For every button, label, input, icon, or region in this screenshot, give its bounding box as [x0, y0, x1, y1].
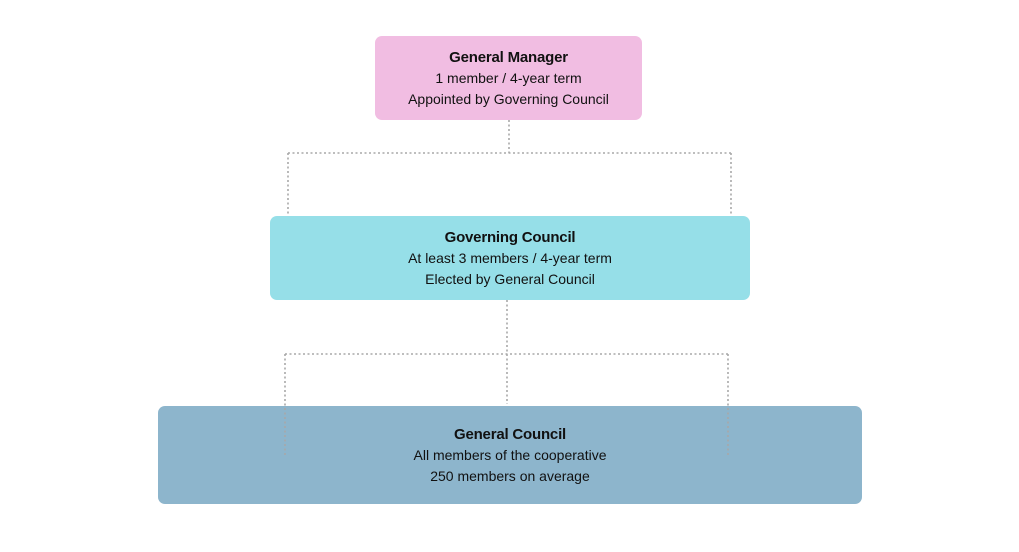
general-council-box: General Council All members of the coope… [158, 406, 862, 504]
general-manager-term: 1 member / 4-year term [435, 69, 582, 86]
governing-council-box: Governing Council At least 3 members / 4… [270, 216, 750, 300]
connector-gm-to-gc [287, 120, 732, 216]
governing-council-title: Governing Council [444, 228, 576, 246]
governing-council-term: At least 3 members / 4-year term [408, 249, 612, 266]
connector-gc-to-general-council [284, 300, 729, 455]
general-manager-box: General Manager 1 member / 4-year term A… [375, 36, 642, 120]
general-council-title: General Council [453, 425, 567, 443]
general-manager-appointment: Appointed by Governing Council [408, 90, 609, 107]
general-council-size: 250 members on average [430, 467, 590, 484]
governing-council-election: Elected by General Council [425, 270, 595, 287]
general-manager-title: General Manager [449, 48, 568, 66]
general-council-membership: All members of the cooperative [413, 446, 607, 463]
